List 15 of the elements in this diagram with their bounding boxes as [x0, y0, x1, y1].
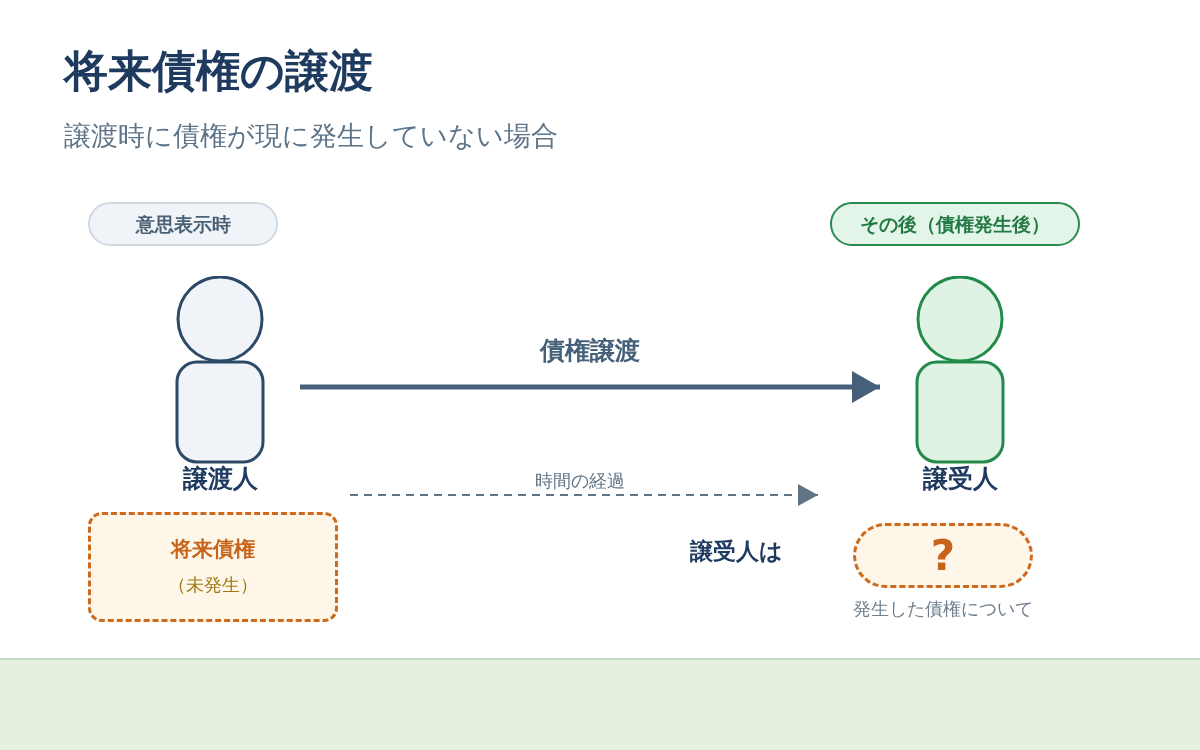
- edge-label: 債権譲渡: [538, 335, 641, 367]
- box-heading: 将来債権: [169, 536, 256, 563]
- caption-text: 発生した債権について: [852, 597, 1034, 621]
- box-note: （未発生）: [167, 573, 259, 597]
- phase-pill: 意思表示時: [88, 202, 278, 246]
- title: 将来債権の譲渡: [64, 44, 373, 98]
- person-label: 譲受人: [921, 463, 999, 495]
- subtitle: 譲渡時に債権が現に発生していない場合: [64, 119, 558, 153]
- arrow: [300, 371, 880, 403]
- dashed-box: [88, 512, 338, 622]
- axis-label: 時間の経過: [534, 469, 626, 493]
- person-label: 譲渡人: [181, 463, 259, 495]
- phase-pill: その後（債権発生後）: [830, 202, 1080, 246]
- question-mark: ?: [929, 530, 957, 582]
- statement-text: 譲受人は: [690, 537, 783, 566]
